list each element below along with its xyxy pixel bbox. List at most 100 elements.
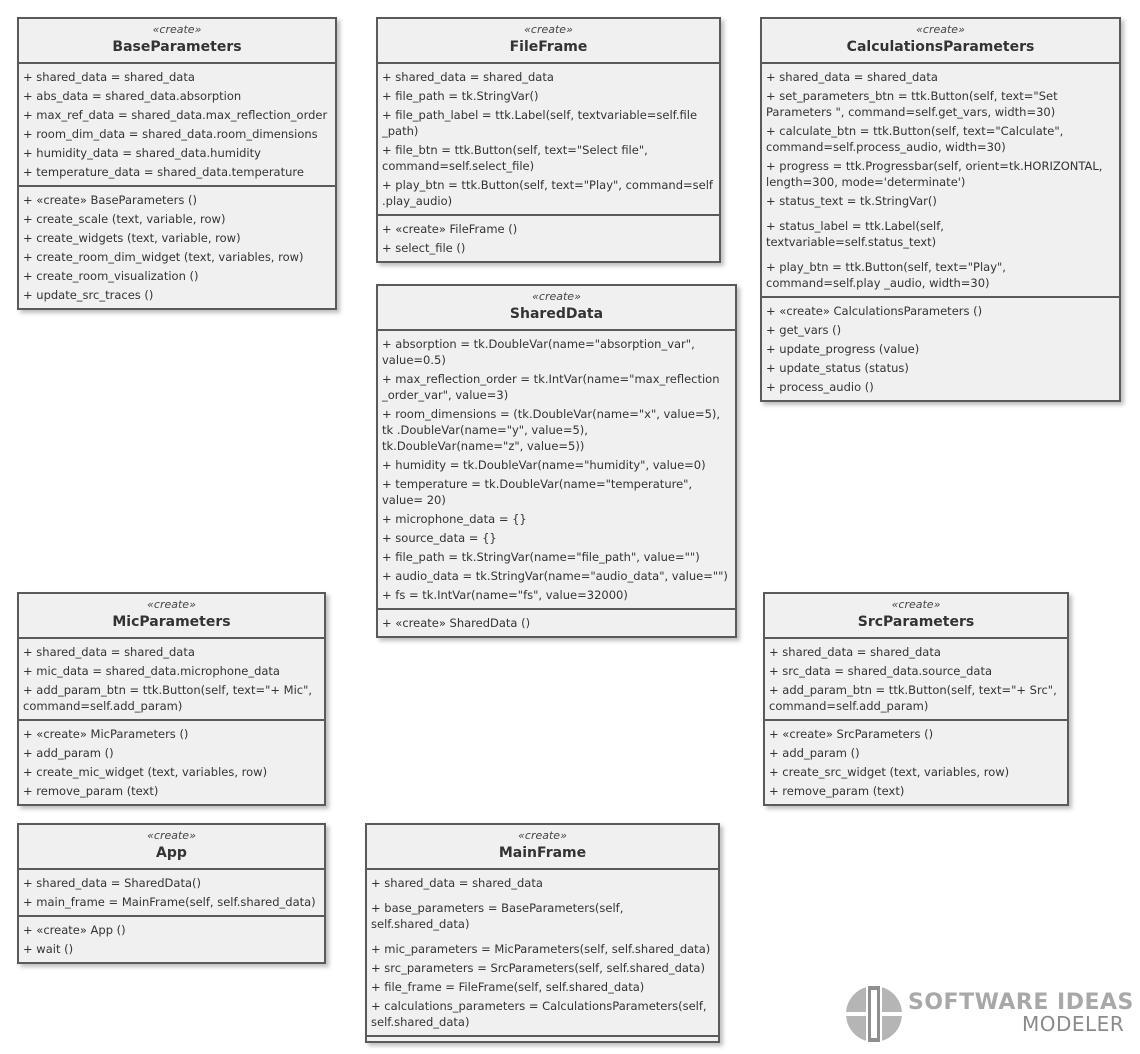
operation[interactable]: + «create» FileFrame () <box>382 221 518 236</box>
class-name: SrcParameters <box>857 614 975 630</box>
attribute[interactable]: + file_path = tk.StringVar() <box>382 88 539 103</box>
attribute[interactable]: + src_data = shared_data.source_data <box>769 663 993 678</box>
stereotype-label: «create» <box>916 23 965 36</box>
operation[interactable]: + update_status (status) <box>766 360 909 375</box>
operation[interactable]: + «create» App () <box>23 922 126 937</box>
stereotype-label: «create» <box>524 23 573 36</box>
operation[interactable]: + «create» MicParameters () <box>23 726 189 741</box>
attribute[interactable]: + temperature = tk.DoubleVar(name="tempe… <box>382 476 693 507</box>
attribute[interactable]: + file_path_label = ttk.Label(self, text… <box>382 107 698 138</box>
attribute[interactable]: + room_dimensions = (tk.DoubleVar(name="… <box>382 406 721 453</box>
attribute[interactable]: + status_label = ttk.Label(self, textvar… <box>766 218 944 249</box>
operation[interactable]: + create_room_dim_widget (text, variable… <box>23 249 304 264</box>
attribute[interactable]: + audio_data = tk.StringVar(name="audio_… <box>382 568 728 583</box>
class-shared-data[interactable]: «create» SharedData + absorption = tk.Do… <box>376 284 737 638</box>
operation[interactable]: + «create» SharedData () <box>382 615 531 630</box>
attribute[interactable]: + humidity_data = shared_data.humidity <box>23 145 261 160</box>
operations-section: + «create» FileFrame () + select_file () <box>378 216 719 261</box>
class-header: «create» MainFrame <box>367 825 718 870</box>
attribute[interactable]: + max_ref_data = shared_data.max_reflect… <box>23 107 328 122</box>
attributes-section: + shared_data = shared_data + file_path … <box>378 64 719 216</box>
attributes-section: + shared_data = shared_data + abs_data =… <box>19 64 335 187</box>
operation[interactable]: + get_vars () <box>766 322 842 337</box>
attribute[interactable]: + shared_data = SharedData() <box>23 875 201 890</box>
attribute[interactable]: + microphone_data = {} <box>382 511 527 526</box>
class-file-frame[interactable]: «create» FileFrame + shared_data = share… <box>376 17 721 263</box>
class-mic-parameters[interactable]: «create» MicParameters + shared_data = s… <box>17 592 326 806</box>
class-header: «create» CalculationsParameters <box>762 19 1119 64</box>
operation[interactable]: + create_scale (text, variable, row) <box>23 211 226 226</box>
attribute[interactable]: + mic_parameters = MicParameters(self, s… <box>371 941 711 956</box>
attributes-section: + absorption = tk.DoubleVar(name="absorp… <box>378 331 735 610</box>
class-header: «create» BaseParameters <box>19 19 335 64</box>
attribute[interactable]: + shared_data = shared_data <box>23 69 195 84</box>
class-base-parameters[interactable]: «create» BaseParameters + shared_data = … <box>17 17 337 310</box>
operation[interactable]: + create_src_widget (text, variables, ro… <box>769 764 1010 779</box>
attribute[interactable]: + base_parameters = BaseParameters(self,… <box>371 900 624 931</box>
operations-section: + «create» BaseParameters () + create_sc… <box>19 187 335 308</box>
attribute[interactable]: + absorption = tk.DoubleVar(name="absorp… <box>382 336 695 367</box>
attribute[interactable]: + calculations_parameters = Calculations… <box>371 998 707 1029</box>
attribute[interactable]: + abs_data = shared_data.absorption <box>23 88 242 103</box>
attribute[interactable]: + play_btn = ttk.Button(self, text="Play… <box>766 259 1006 290</box>
attribute[interactable]: + file_frame = FileFrame(self, self.shar… <box>371 979 645 994</box>
class-header: «create» App <box>19 825 324 870</box>
operation[interactable]: + create_room_visualization () <box>23 268 199 283</box>
operation[interactable]: + update_progress (value) <box>766 341 920 356</box>
attribute[interactable]: + main_frame = MainFrame(self, self.shar… <box>23 894 316 909</box>
attribute[interactable]: + shared_data = shared_data <box>382 69 554 84</box>
operation[interactable]: + wait () <box>23 941 74 956</box>
operation[interactable]: + select_file () <box>382 240 466 255</box>
attribute[interactable]: + shared_data = shared_data <box>769 644 941 659</box>
stereotype-label: «create» <box>152 23 202 36</box>
class-name: MainFrame <box>498 845 587 861</box>
attribute[interactable]: + room_dim_data = shared_data.room_dimen… <box>23 126 318 141</box>
operation[interactable]: + process_audio () <box>766 379 874 394</box>
attribute[interactable]: + shared_data = shared_data <box>371 875 543 890</box>
class-src-parameters[interactable]: «create» SrcParameters + shared_data = s… <box>763 592 1069 806</box>
operation[interactable]: + «create» SrcParameters () <box>769 726 934 741</box>
attribute[interactable]: + progress = ttk.Progressbar(self, orien… <box>766 158 1103 189</box>
class-app[interactable]: «create» App + shared_data = SharedData(… <box>17 823 326 964</box>
class-name: CalculationsParameters <box>846 39 1035 55</box>
attribute[interactable]: + source_data = {} <box>382 530 497 545</box>
attribute[interactable]: + file_path = tk.StringVar(name="file_pa… <box>382 549 700 564</box>
class-name: BaseParameters <box>112 39 242 55</box>
operation[interactable]: + add_param () <box>769 745 860 760</box>
class-name: SharedData <box>509 306 604 322</box>
operation[interactable]: + create_widgets (text, variable, row) <box>23 230 241 245</box>
attribute[interactable]: + status_text = tk.StringVar() <box>766 193 937 208</box>
attribute[interactable]: + max_reflection_order = tk.IntVar(name=… <box>382 371 720 402</box>
logo-text-line2: MODELER <box>1022 1012 1125 1036</box>
class-name: App <box>156 845 187 861</box>
attribute[interactable]: + src_parameters = SrcParameters(self, s… <box>371 960 705 975</box>
stereotype-label: «create» <box>147 598 196 611</box>
attributes-section: + shared_data = shared_data + set_parame… <box>762 64 1119 298</box>
attribute[interactable]: + shared_data = shared_data <box>23 644 195 659</box>
attribute[interactable]: + file_btn = ttk.Button(self, text="Sele… <box>382 142 648 173</box>
operation[interactable]: + remove_param (text) <box>769 783 905 798</box>
operation[interactable]: + «create» CalculationsParameters () <box>766 303 983 318</box>
attribute[interactable]: + temperature_data = shared_data.tempera… <box>23 164 304 179</box>
attribute[interactable]: + add_param_btn = ttk.Button(self, text=… <box>23 682 313 713</box>
class-name: MicParameters <box>112 614 231 630</box>
attribute[interactable]: + calculate_btn = ttk.Button(self, text=… <box>766 123 1064 154</box>
operation[interactable]: + remove_param (text) <box>23 783 159 798</box>
software-ideas-modeler-logo: SOFTWARE IDEAS MODELER <box>844 984 1134 1046</box>
operation[interactable]: + update_src_traces () <box>23 287 154 302</box>
operation[interactable]: + add_param () <box>23 745 114 760</box>
attribute[interactable]: + mic_data = shared_data.microphone_data <box>23 663 280 678</box>
attribute[interactable]: + play_btn = ttk.Button(self, text="Play… <box>382 177 713 208</box>
attributes-section: + shared_data = shared_data + mic_data =… <box>19 639 324 721</box>
attribute[interactable]: + set_parameters_btn = ttk.Button(self, … <box>766 88 1058 119</box>
stereotype-label: «create» <box>147 829 196 842</box>
attribute[interactable]: + humidity = tk.DoubleVar(name="humidity… <box>382 457 706 472</box>
attribute[interactable]: + fs = tk.IntVar(name="fs", value=32000) <box>382 587 628 602</box>
operation[interactable]: + «create» BaseParameters () <box>23 192 197 207</box>
attribute[interactable]: + shared_data = shared_data <box>766 69 938 84</box>
operation[interactable]: + create_mic_widget (text, variables, ro… <box>23 764 268 779</box>
class-main-frame[interactable]: «create» MainFrame + shared_data = share… <box>365 823 720 1043</box>
class-calculations-parameters[interactable]: «create» CalculationsParameters + shared… <box>760 17 1121 402</box>
attribute[interactable]: + add_param_btn = ttk.Button(self, text=… <box>769 682 1057 713</box>
attributes-section: + shared_data = SharedData() + main_fram… <box>19 870 324 917</box>
